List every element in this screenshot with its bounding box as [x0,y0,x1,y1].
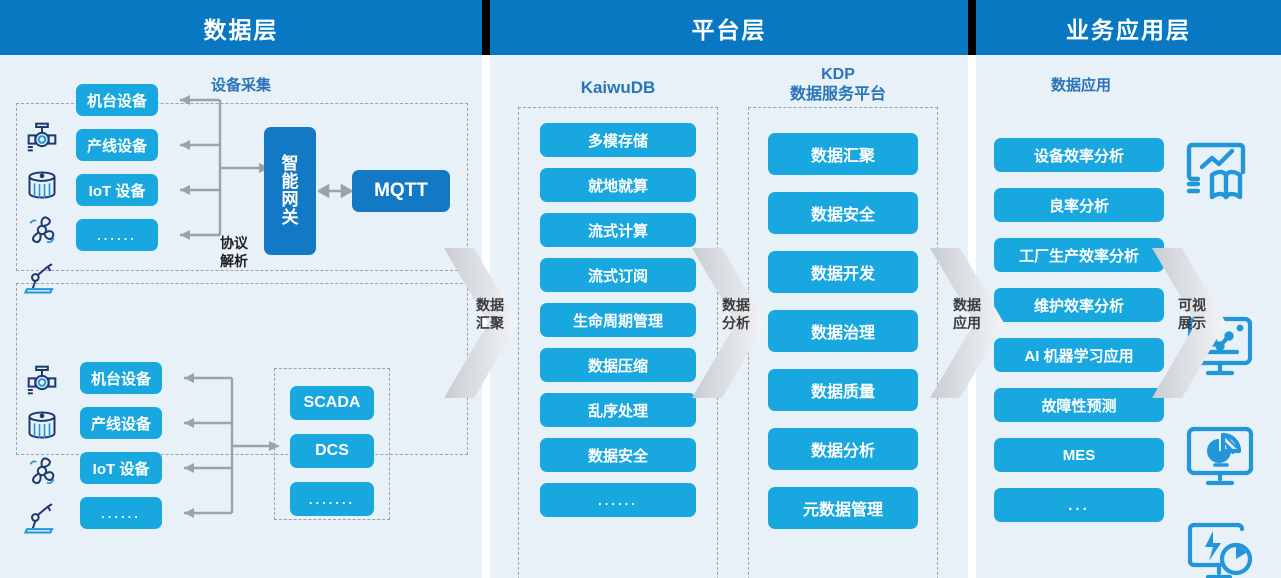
monitor-pie-chart-icon [1186,426,1254,486]
kaiwudb-item-4[interactable]: 生命周期管理 [540,303,696,337]
device-pill-upper-2[interactable]: IoT 设备 [76,174,158,206]
kaiwudb-group [518,107,718,578]
protocol-parse-line1: 协议 [220,235,248,251]
kdp-title-line1: KDP [821,66,855,83]
body-business-layer: 数据应用 设备效率分析 良率分析 工厂生产效率分析 维护效率分析 AI 机器学习… [976,55,1281,578]
kaiwudb-item-6[interactable]: 乱序处理 [540,393,696,427]
kaiwudb-item-8[interactable]: ...... [540,483,696,517]
section-title-device-collection: 设备采集 [210,77,271,94]
flow-label-3: 数据 应用 [945,297,989,332]
biz-item-6[interactable]: MES [994,438,1164,472]
device-collection-upper-group [16,103,468,271]
kdp-item-1[interactable]: 数据安全 [768,192,918,234]
device-pill-upper-1[interactable]: 产线设备 [76,129,158,161]
kaiwudb-item-7[interactable]: 数据安全 [540,438,696,472]
fan-icon [29,457,55,484]
biz-item-4[interactable]: AI 机器学习应用 [994,338,1164,372]
gateway-char-2: 网 [281,190,299,209]
header-platform-layer: 平台层 [490,0,968,55]
flow-label-2-line1: 数据 [722,297,750,313]
biz-item-3[interactable]: 维护效率分析 [994,288,1164,322]
kdp-item-3[interactable]: 数据治理 [768,310,918,352]
body-platform-layer: KaiwuDB 多模存储 就地就算 流式计算 流式订阅 生命周期管理 数据压缩 … [490,55,968,578]
system-pill-other[interactable]: ....... [290,482,374,516]
kaiwudb-item-5[interactable]: 数据压缩 [540,348,696,382]
system-pill-dcs[interactable]: DCS [290,434,374,468]
gateway-char-0: 智 [281,154,299,174]
biz-item-0[interactable]: 设备效率分析 [994,138,1164,172]
flow-arrow-1 [444,248,518,398]
protocol-parse-label: 协议 解析 [210,235,258,270]
flow-label-2-line2: 分析 [722,314,750,331]
gateway-char-1: 能 [281,172,299,192]
kaiwudb-item-1[interactable]: 就地就算 [540,168,696,202]
scada-connector-lower [184,373,280,518]
biz-item-7[interactable]: ... [994,488,1164,522]
device-pill-upper-3[interactable]: ...... [76,219,158,251]
header-divider-2 [968,0,976,55]
robot-arm-icon [23,263,54,294]
device-pill-upper-0[interactable]: 机台设备 [76,84,158,116]
flow-label-4-line1: 可视 [1178,297,1206,313]
kdp-item-5[interactable]: 数据分析 [768,428,918,470]
protocol-parse-line2: 解析 [220,252,248,269]
device-pill-lower-1[interactable]: 产线设备 [80,407,162,439]
flow-label-1-line1: 数据 [476,297,504,313]
kdp-item-2[interactable]: 数据开发 [768,251,918,293]
valve-icon [27,122,57,152]
biz-item-5[interactable]: 故障性预测 [994,388,1164,422]
monitor-energy-pie-icon [1187,522,1253,578]
flow-label-4: 可视 展示 [1170,297,1214,332]
protocol-connector-upper [180,95,270,240]
flow-arrow-2 [692,248,766,398]
fan-icon [29,216,55,243]
device-pill-lower-0[interactable]: 机台设备 [80,362,162,394]
robot-arm-icon [23,503,54,534]
column-business-layer: 业务应用层 数据应用 设备效率分析 良率分析 工厂生产效率分析 维护效率分析 A… [976,0,1281,578]
presentation-chart-book-icon [1186,142,1246,200]
tank-icon [28,411,56,439]
flow-label-3-line2: 应用 [953,314,981,331]
kdp-title-line2: 数据服务平台 [789,86,886,103]
kaiwudb-item-3[interactable]: 流式订阅 [540,258,696,292]
device-pill-lower-2[interactable]: IoT 设备 [80,452,162,484]
biz-item-1[interactable]: 良率分析 [994,188,1164,222]
flow-label-1-line2: 汇聚 [476,314,504,331]
system-pill-scada[interactable]: SCADA [290,386,374,420]
header-business-layer: 业务应用层 [976,0,1281,55]
flow-label-1: 数据 汇聚 [468,297,512,332]
kaiwudb-item-0[interactable]: 多模存储 [540,123,696,157]
flow-label-2: 数据 分析 [714,297,758,332]
kdp-item-4[interactable]: 数据质量 [768,369,918,411]
kdp-item-6[interactable]: 元数据管理 [768,487,918,529]
section-title-kaiwudb: KaiwuDB [580,78,656,97]
mqtt-box[interactable]: MQTT [352,170,450,212]
flow-label-3-line1: 数据 [953,297,981,313]
kdp-item-0[interactable]: 数据汇聚 [768,133,918,175]
gateway-mqtt-connector [318,183,352,199]
section-title-kdp: KDP 数据服务平台 [738,65,938,105]
device-pill-lower-3[interactable]: ...... [80,497,162,529]
kaiwudb-item-2[interactable]: 流式计算 [540,213,696,247]
flow-label-4-line2: 展示 [1178,314,1206,331]
valve-icon [27,365,57,395]
column-data-layer: 数据层 设备采集 [0,0,482,578]
section-title-data-application: 数据应用 [1050,77,1111,94]
header-data-layer: 数据层 [0,0,482,55]
header-divider-1 [482,0,490,55]
control-systems-group [274,368,390,520]
flow-arrow-3 [930,248,1004,398]
tank-icon [28,171,56,199]
biz-item-2[interactable]: 工厂生产效率分析 [994,238,1164,272]
smart-gateway-box[interactable]: 智 能 网 关 [264,127,316,255]
flow-arrow-4 [1152,248,1226,398]
body-data-layer: 设备采集 [0,55,482,578]
gateway-char-3: 关 [281,207,299,227]
